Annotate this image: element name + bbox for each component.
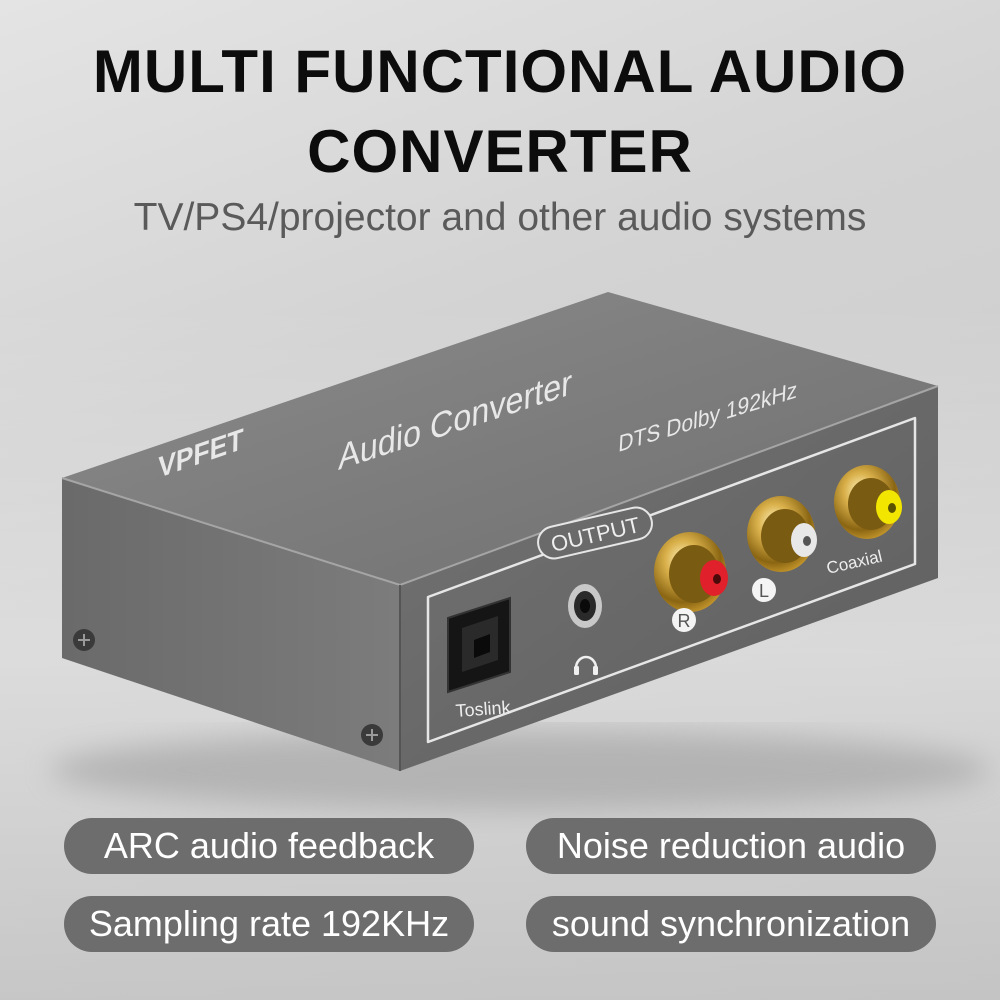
r-badge [672, 608, 696, 632]
l-badge [752, 578, 776, 602]
headphone-jack [568, 584, 602, 628]
rca-jack-coaxial [834, 465, 902, 539]
feature-pill-sampling-rate: Sampling rate 192KHz [64, 896, 474, 952]
headline-line-1: MULTI FUNCTIONAL AUDIO [92, 38, 908, 105]
r-label: R [678, 611, 691, 631]
headphone-icon [574, 655, 598, 675]
feature-pill-arc: ARC audio feedback [64, 818, 474, 874]
feature-pill-sound-sync: sound synchronization [526, 896, 936, 952]
screw-icon [361, 724, 383, 746]
feature-text: Sampling rate 192KHz [88, 903, 450, 944]
headline-line-2: CONVERTER [307, 118, 693, 185]
front-panel-outline [426, 416, 917, 744]
feature-text: ARC audio feedback [103, 825, 435, 866]
feature-pill-noise-reduction: Noise reduction audio [526, 818, 936, 874]
screw-icon [73, 629, 95, 651]
toslink-label: Toslink [455, 697, 512, 721]
output-label-frame [537, 506, 653, 560]
feature-text: sound synchronization [551, 903, 911, 944]
device-top-face [62, 292, 938, 585]
output-label-group: OUTPUT [537, 506, 653, 560]
feature-text: Noise reduction audio [556, 825, 906, 866]
device-side-face [62, 478, 400, 771]
rca-jack-right [654, 532, 728, 612]
toslink-port [447, 596, 511, 694]
toslink-aperture [474, 634, 490, 658]
l-label: L [759, 581, 769, 601]
subtitle: TV/PS4/projector and other audio systems [133, 196, 867, 239]
rca-jack-left [747, 496, 817, 572]
device-shadow [50, 730, 990, 810]
